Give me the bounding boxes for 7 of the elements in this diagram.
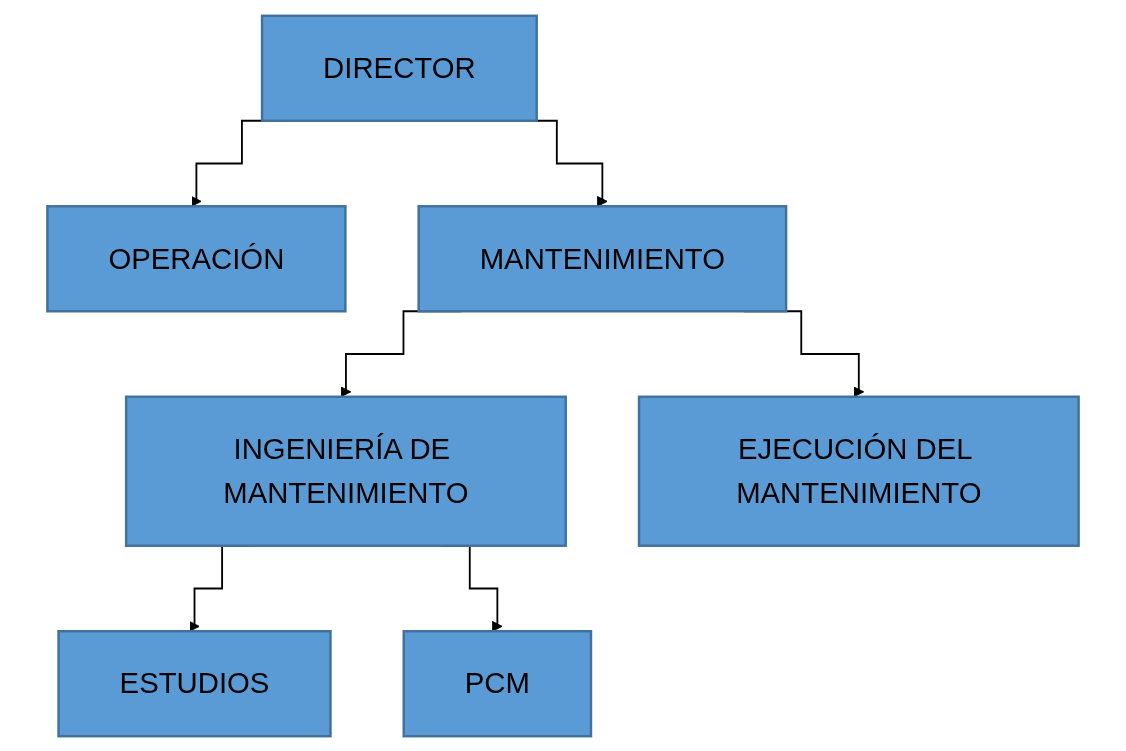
node-box: ESTUDIOS <box>57 629 332 737</box>
node-box: DIRECTOR <box>260 14 538 122</box>
node-box: EJECUCIÓN DEL MANTENIMIENTO <box>637 395 1080 547</box>
node-box: PCM <box>402 629 593 737</box>
node-box: OPERACIÓN <box>46 204 347 312</box>
node-box: MANTENIMIENTO <box>417 204 788 312</box>
node-box: INGENIERÍA DE MANTENIMIENTO <box>124 395 567 547</box>
